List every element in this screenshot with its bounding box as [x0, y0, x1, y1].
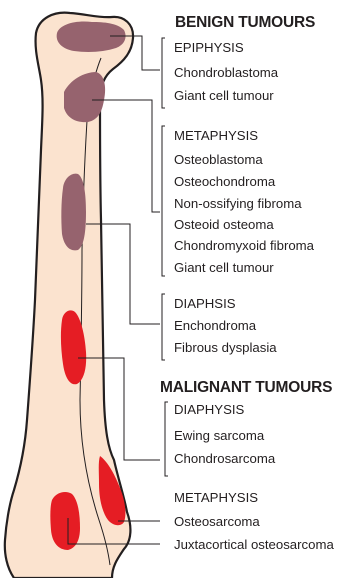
metaphysis-item-giant-cell-tumour: Giant cell tumour — [174, 260, 274, 275]
diaphysis-bracket — [162, 294, 165, 360]
malignant-diaphysis-item-ewing-sarcoma: Ewing sarcoma — [174, 428, 265, 443]
metaphysis-item-non-ossifying-fibroma: Non-ossifying fibroma — [174, 196, 302, 211]
malignant-metaphysis-item-juxtacortical-osteosarcoma: Juxtacortical osteosarcoma — [174, 537, 334, 552]
diaphysis-title: DIAPHSIS — [174, 296, 236, 311]
metaphysis-item-osteochondroma: Osteochondroma — [174, 174, 276, 189]
malignant-diaphysis-item-chondrosarcoma: Chondrosarcoma — [174, 451, 276, 466]
metaphysis-item-chondromyxoid-fibroma: Chondromyxoid fibroma — [174, 238, 315, 253]
diaphysis-item-fibrous-dysplasia: Fibrous dysplasia — [174, 340, 277, 355]
metaphysis-title: METAPHYSIS — [174, 128, 258, 143]
benign-lesion-epiphysis — [57, 21, 126, 52]
epiphysis-item-chondroblastoma: Chondroblastoma — [174, 65, 279, 80]
benign-heading: BENIGN TUMOURS — [175, 14, 315, 31]
epiphysis-title: EPIPHYSIS — [174, 40, 244, 55]
malignant-metaphysis-title: METAPHYSIS — [174, 490, 258, 505]
leader-metaphysis — [92, 100, 160, 212]
malignant-lesion-metaphysis — [50, 492, 80, 550]
malignant-diaphysis-title: DIAPHYSIS — [174, 402, 245, 417]
metaphysis-item-osteoid-osteoma: Osteoid osteoma — [174, 217, 274, 232]
benign-lesion-diaphysis — [61, 174, 86, 251]
metaphysis-item-osteoblastoma: Osteoblastoma — [174, 152, 263, 167]
malignant-metaphysis-item-osteosarcoma: Osteosarcoma — [174, 514, 260, 529]
malignant-diaphysis-bracket — [165, 402, 168, 476]
diaphysis-item-enchondroma: Enchondroma — [174, 318, 257, 333]
long-bone-illustration — [5, 13, 133, 578]
malignant-heading: MALIGNANT TUMOURS — [160, 379, 332, 396]
malignant-tumours-section: MALIGNANT TUMOURS DIAPHYSIS Ewing sarcom… — [160, 379, 334, 552]
epiphysis-bracket — [162, 38, 165, 108]
epiphysis-item-giant-cell-tumour: Giant cell tumour — [174, 88, 274, 103]
benign-tumours-section: BENIGN TUMOURS EPIPHYSIS Chondroblastoma… — [162, 14, 315, 360]
metaphysis-bracket — [162, 126, 165, 276]
